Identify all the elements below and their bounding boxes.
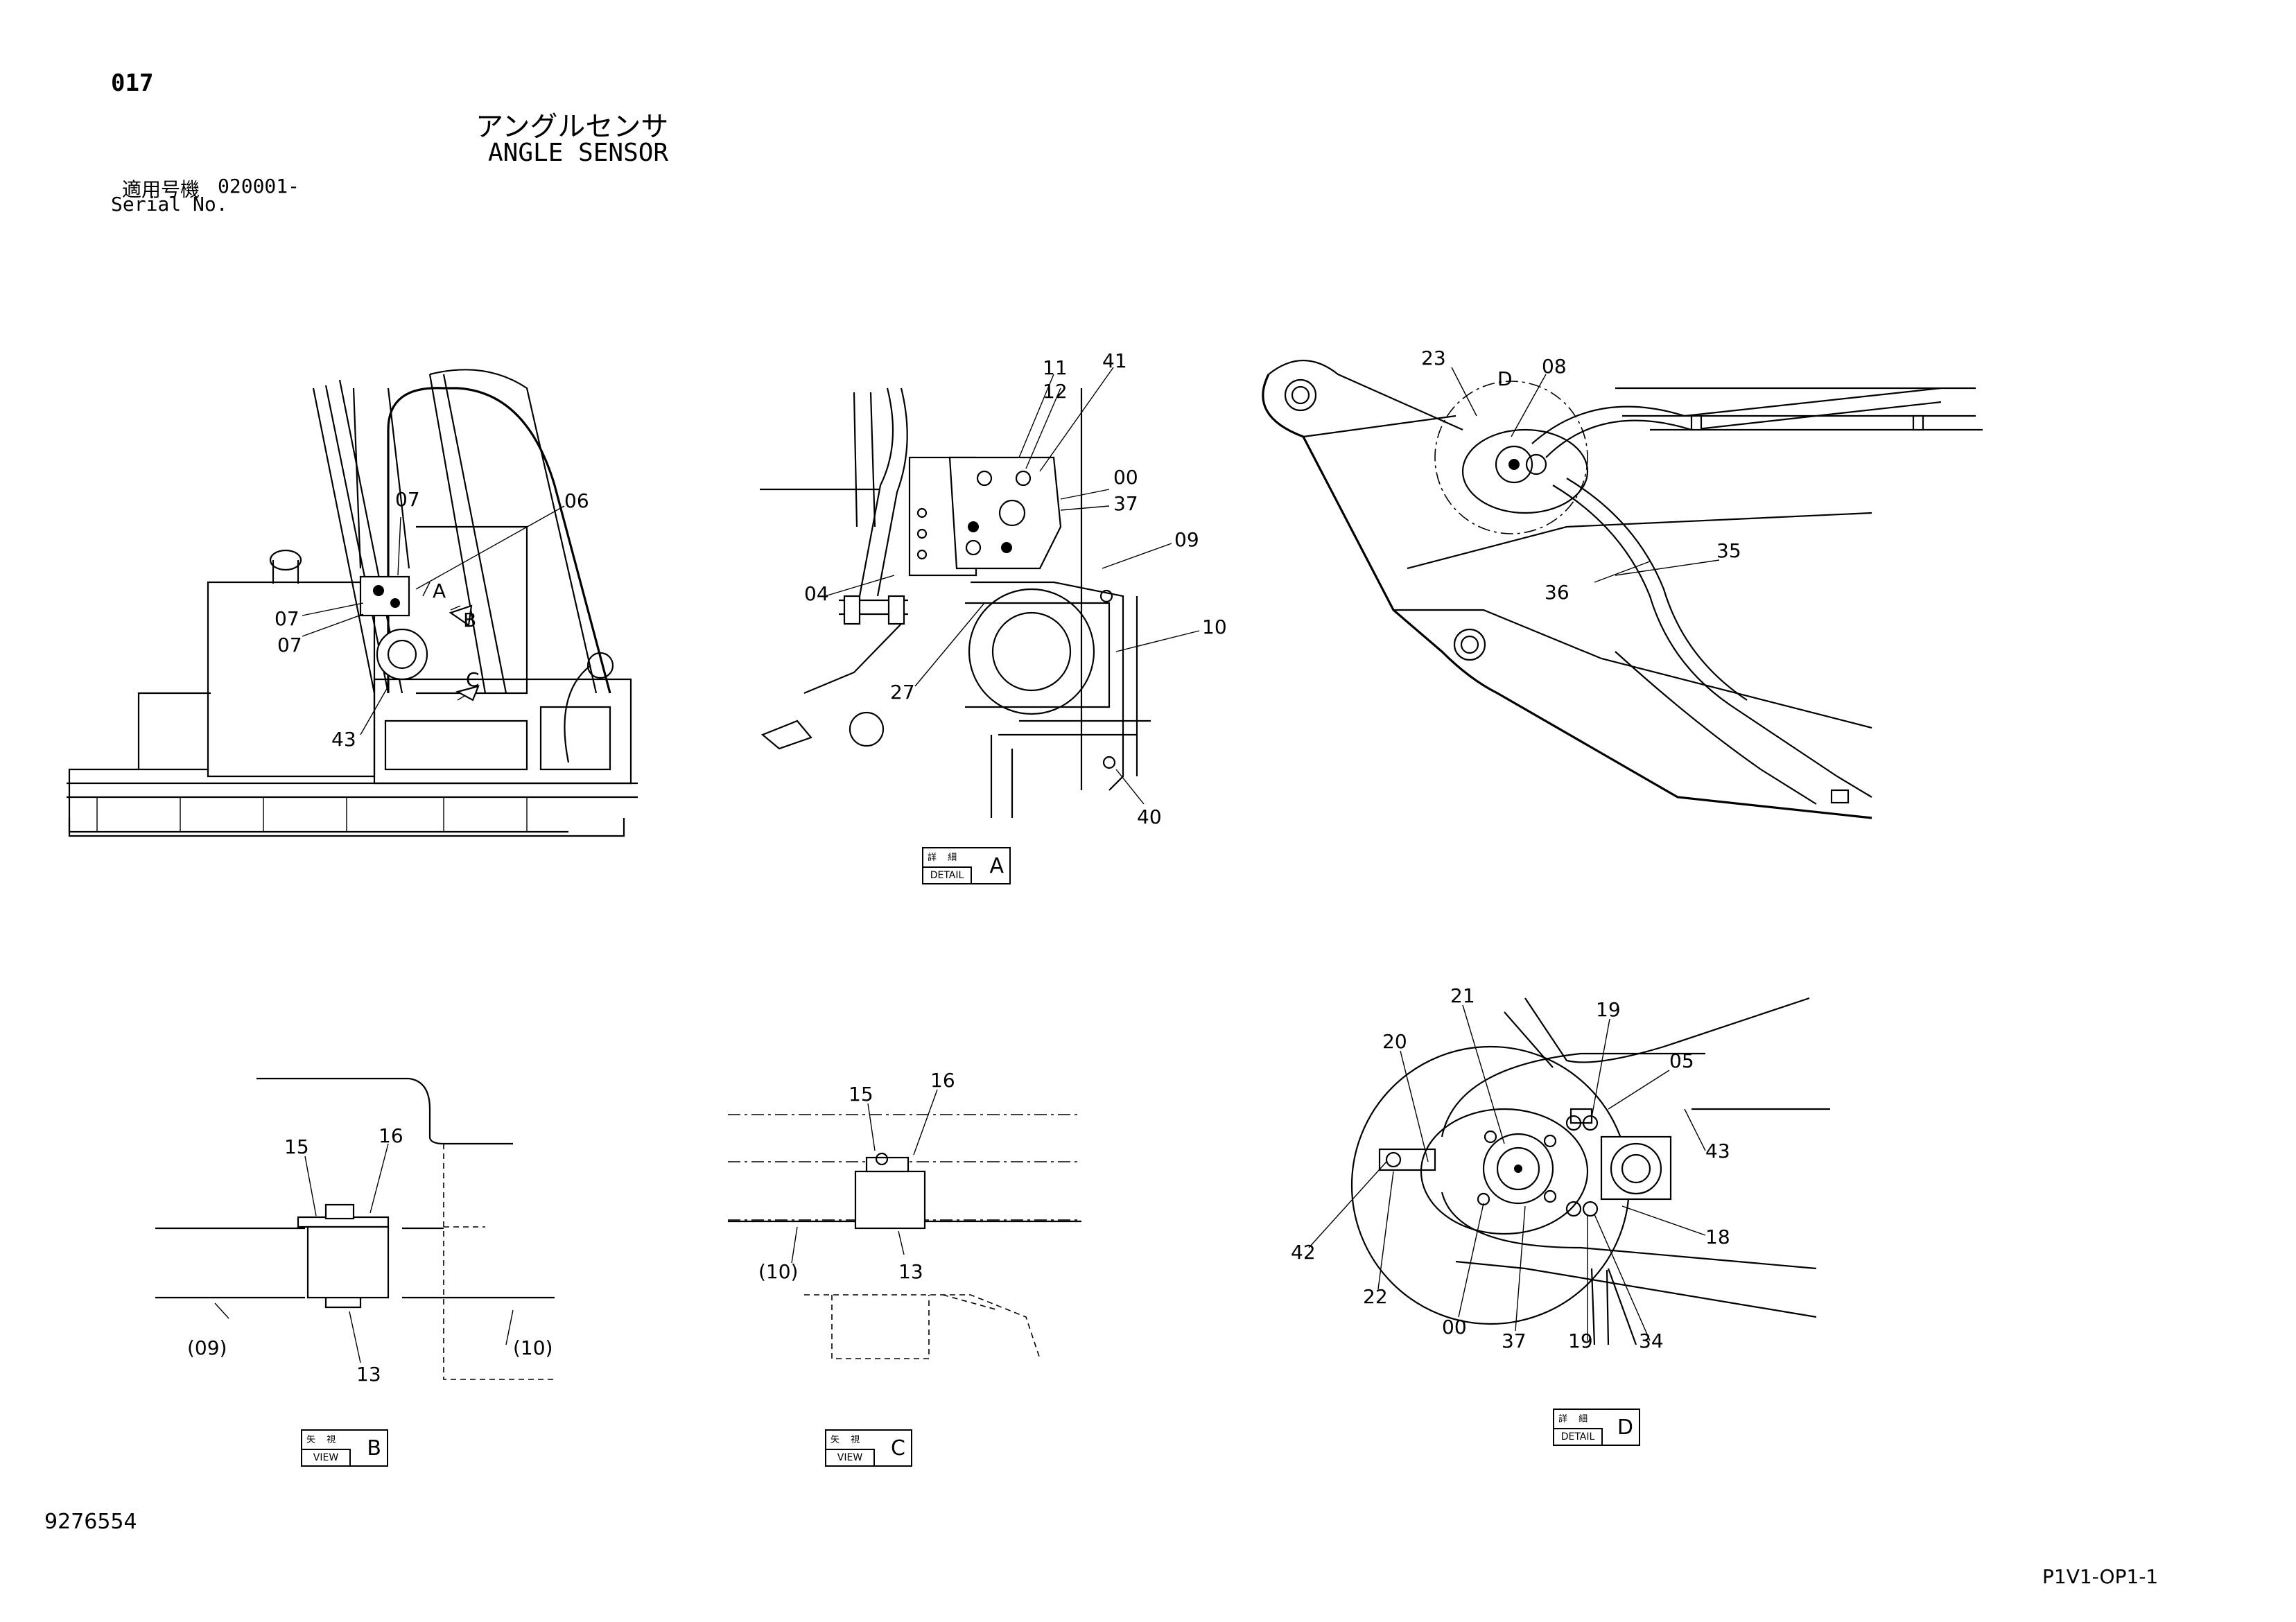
view-c-label: 矢 視 VIEW C xyxy=(825,1429,912,1467)
detail-a-label-en: DETAIL xyxy=(923,866,972,883)
serial-label-jp: 適用号機 xyxy=(122,178,200,201)
callout-13-b: 13 xyxy=(356,1363,381,1386)
callout-19-top: 19 xyxy=(1596,998,1621,1021)
callout-20: 20 xyxy=(1382,1030,1407,1053)
callout-15-b: 15 xyxy=(284,1135,309,1158)
detail-d-view: 21 19 20 05 43 18 42 22 00 37 19 34 xyxy=(1291,984,1830,1352)
view-b: 15 16 (09) 13 (10) xyxy=(155,1077,555,1386)
callout-16-b: 16 xyxy=(379,1124,403,1147)
drawing-code: P1V1-OP1-1 xyxy=(2042,1565,2159,1588)
callout-07-top: 07 xyxy=(395,488,420,511)
callout-19-bottom: 19 xyxy=(1568,1329,1593,1352)
callout-18: 18 xyxy=(1705,1226,1730,1248)
callout-22: 22 xyxy=(1363,1285,1388,1308)
callout-11: 11 xyxy=(1043,356,1068,379)
view-b-label-jp: 矢 視 xyxy=(306,1435,340,1445)
callout-07-mid: 07 xyxy=(275,607,299,630)
detail-a-label-jp: 詳 細 xyxy=(928,853,962,863)
callout-21: 21 xyxy=(1450,984,1475,1007)
callout-09: 09 xyxy=(1174,528,1199,551)
callout-09-paren: (09) xyxy=(187,1336,227,1359)
callout-15-c: 15 xyxy=(849,1083,873,1106)
view-c-label-en: VIEW xyxy=(826,1449,875,1465)
callout-23: 23 xyxy=(1421,347,1446,369)
callout-04: 04 xyxy=(804,582,829,605)
callout-37-d: 37 xyxy=(1502,1329,1527,1352)
callout-10-paren-b: (10) xyxy=(513,1336,553,1359)
detail-a-view: 11 12 41 00 37 09 04 10 27 40 xyxy=(760,349,1227,828)
callout-10: 10 xyxy=(1202,616,1227,638)
detail-a-letter: A xyxy=(989,854,1004,878)
callout-41: 41 xyxy=(1102,349,1127,372)
callout-37-a: 37 xyxy=(1113,492,1138,515)
view-marker-a: A xyxy=(433,579,446,602)
detail-d-label: 詳 細 DETAIL D xyxy=(1553,1409,1640,1446)
callout-34: 34 xyxy=(1639,1329,1664,1352)
detail-a-label: 詳 細 DETAIL A xyxy=(922,847,1011,884)
callout-43: 43 xyxy=(331,728,356,751)
detail-d-label-jp: 詳 細 xyxy=(1558,1414,1592,1424)
callout-12: 12 xyxy=(1043,380,1068,403)
view-marker-c: C xyxy=(466,668,480,691)
serial-value: 020001- xyxy=(218,175,300,198)
callout-27: 27 xyxy=(890,681,915,704)
callout-16-c: 16 xyxy=(930,1069,955,1092)
view-c: 15 16 (10) 13 xyxy=(728,1069,1081,1359)
callout-40: 40 xyxy=(1137,805,1162,828)
callout-35: 35 xyxy=(1716,539,1741,562)
callout-00-d: 00 xyxy=(1442,1316,1467,1338)
part-number: 9276554 xyxy=(44,1510,137,1534)
callout-13-c: 13 xyxy=(898,1260,923,1283)
view-marker-d: D xyxy=(1497,367,1513,390)
overview-machine-view: 07 06 07 07 A B C 43 xyxy=(67,369,638,837)
title-english: ANGLE SENSOR xyxy=(488,139,669,167)
detail-d-letter: D xyxy=(1617,1415,1633,1440)
callout-06: 06 xyxy=(564,489,589,512)
boom-view: 23 D 08 35 36 xyxy=(1262,347,1983,819)
view-marker-b: B xyxy=(463,609,476,631)
callout-42: 42 xyxy=(1291,1241,1316,1264)
page-number: 017 xyxy=(111,69,154,97)
view-b-letter: B xyxy=(367,1436,381,1460)
callout-36: 36 xyxy=(1545,581,1569,604)
callout-00-a: 00 xyxy=(1113,466,1138,489)
view-b-label: 矢 視 VIEW B xyxy=(301,1429,388,1467)
title-japanese: アングルセンサ xyxy=(476,111,669,143)
callout-43-d: 43 xyxy=(1705,1140,1730,1162)
callout-08: 08 xyxy=(1542,355,1567,378)
callout-05: 05 xyxy=(1669,1049,1694,1072)
detail-d-label-en: DETAIL xyxy=(1554,1428,1603,1445)
serial-label-en: Serial No. xyxy=(111,193,228,216)
callout-10-paren-c: (10) xyxy=(758,1260,798,1283)
callout-07-low: 07 xyxy=(277,634,302,656)
view-b-label-en: VIEW xyxy=(302,1449,351,1465)
view-c-label-jp: 矢 視 xyxy=(830,1435,864,1445)
view-c-letter: C xyxy=(891,1436,905,1460)
